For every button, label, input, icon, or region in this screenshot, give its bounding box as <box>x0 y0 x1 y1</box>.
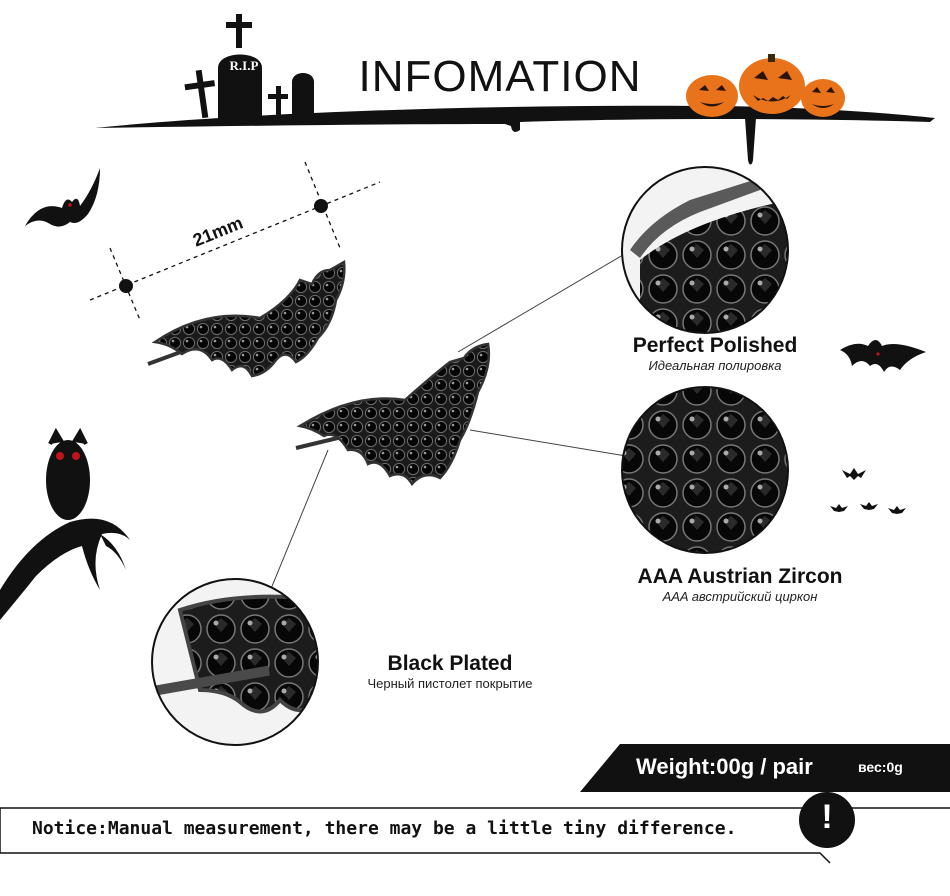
bat-icon <box>842 468 866 480</box>
bat-earring-image <box>147 259 346 378</box>
feature-title: Black Plated <box>387 652 513 675</box>
zoom-detail-zircon <box>621 386 789 554</box>
feature-polished: Perfect Polished Идеальная полировка <box>605 334 825 373</box>
zoom-detail-plated <box>151 578 319 746</box>
page-title: INFOMATION <box>358 52 642 101</box>
pumpkin-icon <box>686 75 738 117</box>
cross-icon <box>268 86 288 116</box>
pumpkin-icon <box>801 79 845 117</box>
feature-title: Perfect Polished <box>632 334 798 357</box>
tombstone-icon <box>218 14 262 118</box>
bat-icon <box>840 340 926 372</box>
zoom-detail-polished <box>621 166 789 334</box>
notice-frame <box>0 807 950 864</box>
weight-banner <box>580 744 950 792</box>
bat-icon <box>860 502 878 510</box>
weight-label: Weight:00g / pair <box>636 754 813 779</box>
callout-lines <box>267 251 629 597</box>
feature-title: AAA Austrian Zircon <box>637 565 843 588</box>
owl-on-branch-icon <box>0 427 130 620</box>
bat-earring-image <box>295 342 491 487</box>
pumpkin-icon <box>739 54 805 114</box>
warning-circle <box>799 792 855 848</box>
small-grave-icon <box>292 73 314 120</box>
tombstone-label: R.I.P <box>229 58 259 73</box>
bat-icon <box>830 504 848 512</box>
dimension-marker <box>89 161 381 321</box>
bat-icon <box>888 506 906 514</box>
bat-icon <box>25 168 100 227</box>
feature-subtitle: AAA австрийский циркон <box>662 589 818 604</box>
feature-zircon: AAA Austrian Zircon AAA австрийский цирк… <box>605 565 875 604</box>
cross-icon <box>184 69 216 119</box>
feature-plated: Black Plated Черный пистолет покрытие <box>340 652 560 691</box>
feature-subtitle: Идеальная полировка <box>648 358 782 373</box>
warning-icon: ! <box>821 798 833 836</box>
weight-ru-label: вес:0g <box>858 759 903 775</box>
notice-text: Notice:Manual measurement, there may be … <box>32 818 737 839</box>
feature-subtitle: Черный пистолет покрытие <box>367 676 533 691</box>
